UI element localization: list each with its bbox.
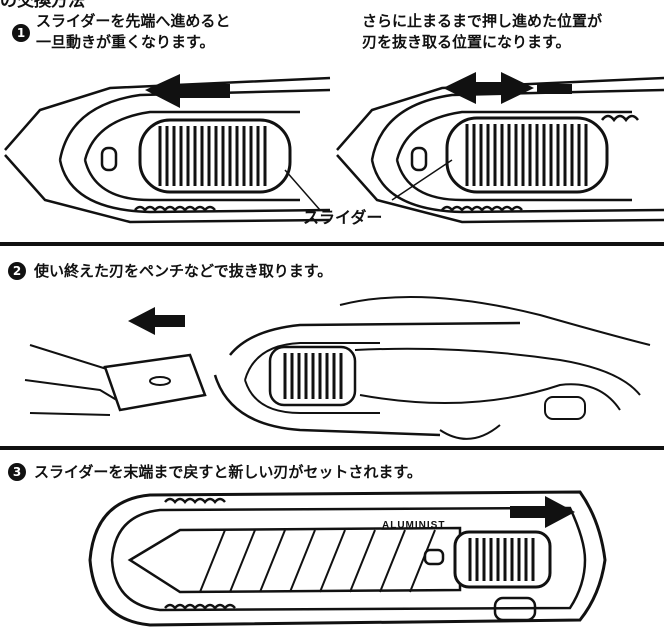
pull-back-arrow [510, 496, 575, 528]
step-1-left-illustration [0, 60, 330, 230]
step-2-text: 使い終えた刃をペンチなどで抜き取ります。 [34, 262, 332, 281]
section-title: の交換方法 [0, 0, 85, 11]
step-1-right-illustration [332, 60, 664, 230]
brand-label: ALUMINIST [382, 520, 445, 531]
divider-2 [0, 446, 664, 450]
step-3-illustration [0, 480, 664, 636]
push-forward-arrow [145, 74, 230, 108]
slider-callout-label: スライダー [303, 208, 382, 227]
step-1-number: 1 [12, 24, 30, 42]
step-2-number: 2 [8, 262, 26, 280]
pull-out-arrow [128, 307, 185, 335]
step-3-number: 3 [8, 463, 26, 481]
divider-1 [0, 242, 664, 246]
step-1-left-text-line1: スライダーを先端へ進めると [36, 12, 230, 31]
step-2-illustration [0, 285, 664, 445]
step-1-right-text-line2: 刃を抜き取る位置になります。 [362, 33, 571, 52]
push-forward-double-arrow [443, 72, 534, 104]
step-1-right-text-line1: さらに止まるまで押し進めた位置が [362, 12, 602, 31]
step-1-left-text-line2: 一旦動きが重くなります。 [36, 33, 215, 52]
